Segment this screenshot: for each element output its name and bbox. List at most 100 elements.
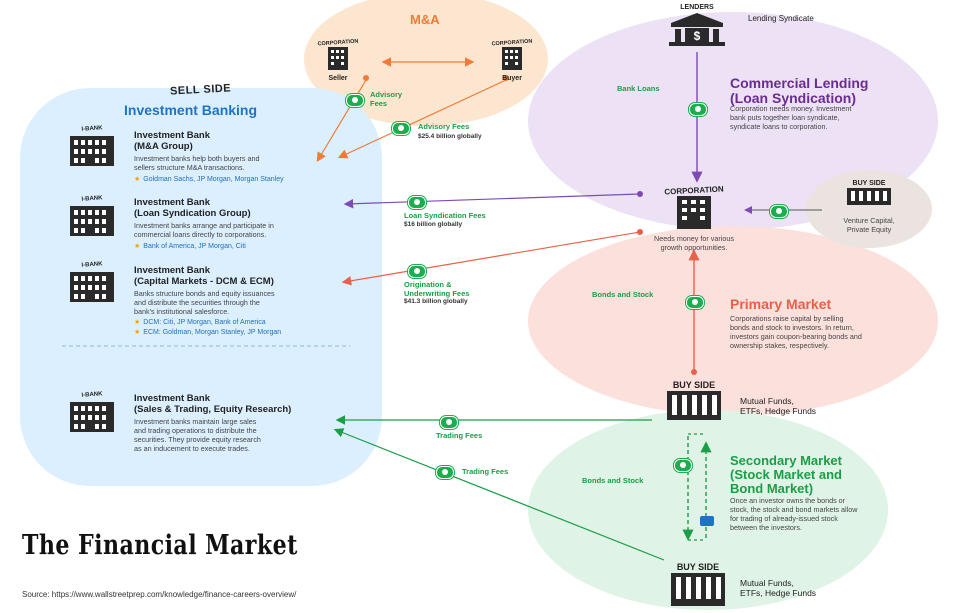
loan-fees-label: Loan Syndication Fees [404,211,486,220]
buyside-funds-label-2: Mutual Funds, ETFs, Hedge Funds [740,578,817,598]
ibank-desc-line: Investment banks help both buyers and [134,154,260,163]
ibank-sales-trading-text: Investment Bank (Sales & Trading, Equity… [134,393,354,453]
star-icon: ★ [134,329,141,336]
money-icon [408,196,426,209]
seller-label: Seller [328,75,348,82]
commercial-lending-title: Commercial Lending (Loan Syndication) [730,75,869,106]
money-icon [408,265,426,278]
ibank-capmkts-icon: I-BANK [68,261,116,306]
lending-syndicate-label: Lending Syndicate [748,14,814,23]
money-icon [436,466,454,479]
money-icon [440,416,458,429]
corporation-icon-main: CORPORATION [648,184,740,234]
trading-fees-label-1: Trading Fees [436,431,483,440]
star-icon: ★ [134,319,141,326]
money-icon [346,94,364,107]
buyside-pe-icon: BUY SIDE [838,180,900,210]
ibank-firms: ★DCM: Citi, JP Morgan, Bank of America [134,319,266,326]
money-icon [770,205,788,218]
star-icon: ★ [134,176,141,183]
ibank-desc-line: sellers structure M&A transactions. [134,163,245,172]
trading-fees-arrow-2 [333,428,665,561]
money-icon [689,103,707,116]
origination-fees-arrow [341,231,641,286]
ibank-ma-text: Investment Bank (M&A Group) Investment b… [134,130,354,185]
lenders-icon: LENDERS $ [658,4,736,52]
buyside-funds-icon-1: BUY SIDE [654,380,734,425]
buyside-pe-label: Venture Capital, Private Equity [843,216,895,234]
ibank-loan-text: Investment Bank (Loan Syndication Group)… [134,197,354,252]
ibank-subtitle: (Loan Syndication Group) [134,208,251,219]
secondary-flow-label: Bonds and Stock [582,476,644,485]
ibank-desc-line: Investment banks maintain large sales [134,417,257,426]
buyside-pe-bubble [806,170,932,248]
ibank-desc-line: Investment banks arrange and participate… [134,221,274,230]
corporation-icon [328,47,348,70]
advisory-fee-arrow-buyer [337,79,507,159]
buyer-corp-icon: CORPORATION Buyer [484,39,540,82]
loan-fees-arrow [343,193,641,209]
ibank-subtitle: (Capital Markets - DCM & ECM) [134,276,274,287]
money-icon [686,296,704,309]
bond-icon [700,516,714,526]
buyer-label: Buyer [502,75,522,82]
ibank-desc-line: bank's institutional salesforce. [134,307,230,316]
ma-title: M&A [410,12,440,27]
bank-loans-label: Bank Loans [617,84,660,93]
money-icon [674,459,692,472]
money-icon [392,122,410,135]
ibank-title: Investment Bank [134,393,211,404]
origination-fees-sub: $41.3 billion globally [404,298,468,305]
ibank-desc-line: and distribute the securities through th… [134,298,260,307]
advisory-fee-arrow-seller [316,79,367,163]
building-icon [70,136,114,166]
lenders-tag: LENDERS [680,4,714,11]
sell-side-title: Investment Banking [124,102,258,118]
advisory-fees-left: Advisory Fees [370,90,403,108]
corporation-icon [502,47,522,70]
loan-fees-sub: $16 billion globally [404,221,463,228]
ibank-loan-icon: I-BANK [68,195,116,240]
origination-fees-label: Origination & Underwriting Fees [404,280,470,298]
building-icon [70,206,114,236]
buyside-funds-label-1: Mutual Funds, ETFs, Hedge Funds [740,396,817,416]
ibank-firms: ★ECM: Goldman, Morgan Stanley, JP Morgan [134,329,282,336]
ibank-title: Investment Bank [134,265,211,276]
ibank-subtitle: (Sales & Trading, Equity Research) [134,404,292,415]
secondary-market-title: Secondary Market (Stock Market and Bond … [730,453,842,496]
building-icon [671,573,725,606]
building-icon [70,402,114,432]
building-icon [847,188,891,205]
building-icon [667,391,721,420]
ibank-desc-line: as an inducement to execute trades. [134,444,250,453]
trading-fees-label-2: Trading Fees [462,467,509,476]
ibank-desc-line: and trading operations to distribute the [134,426,257,435]
source-caption: Source: https://www.wallstreetprep.com/k… [22,590,297,599]
ibank-ma-icon: I-BANK [68,125,116,170]
buyside-funds-icon-2: BUY SIDE [658,562,738,611]
advisory-fees-right: Advisory Fees [418,122,470,131]
svg-text:$: $ [694,29,701,43]
ibank-title: Investment Bank [134,130,211,141]
ibank-firms: ★Bank of America, JP Morgan, Citi [134,243,246,250]
corporation-desc: Needs money for various growth opportuni… [654,234,734,252]
advisory-fees-sub: $25.4 billion globally [418,133,482,140]
bank-building-icon: $ [669,13,725,46]
ibank-desc-line: Banks structure bonds and equity issuanc… [134,289,275,298]
ibank-desc-line: commercial loans directly to corporation… [134,230,267,239]
ibank-desc-line: securities. They provide equity research [134,435,261,444]
main-title: The Financial Market [22,530,298,561]
buyside-tag: BUY SIDE [852,180,886,187]
buyside-tag: BUY SIDE [676,562,720,572]
secondary-market-desc: Once an investor owns the bonds or stock… [730,496,858,532]
buyside-tag: BUY SIDE [672,380,716,390]
corporation-icon [677,196,711,229]
ibank-title: Investment Bank [134,197,211,208]
star-icon: ★ [134,243,141,250]
primary-market-title: Primary Market [730,296,832,312]
ibank-firms: ★Goldman Sachs, JP Morgan, Morgan Stanle… [134,176,284,183]
commercial-lending-desc: Corporation needs money. Investment bank… [730,104,852,131]
primary-flow-label: Bonds and Stock [592,290,654,299]
